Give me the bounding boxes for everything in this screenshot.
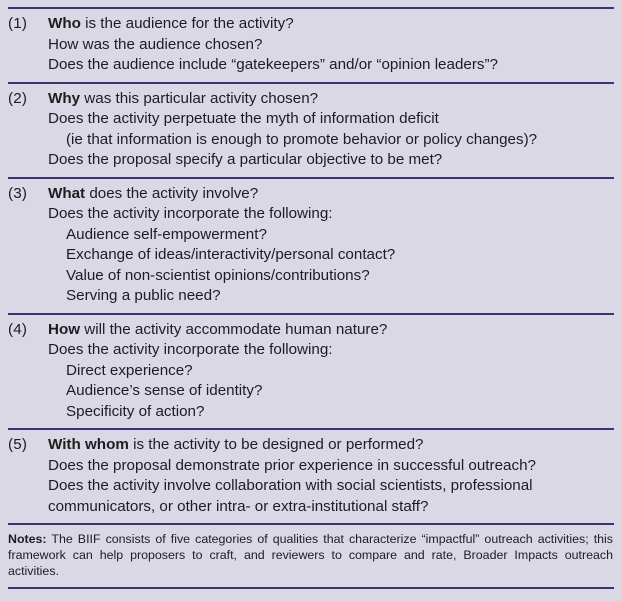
question-body: Does the activity perpetuate the myth of… bbox=[48, 110, 439, 127]
section-5: (5) With whom is the activity to be desig… bbox=[8, 430, 614, 523]
section-detail-row: Audience self-empowerment? bbox=[8, 225, 614, 246]
question-body: Value of non-scientist opinions/contribu… bbox=[66, 266, 370, 284]
question-body: will the activity accommodate human natu… bbox=[80, 320, 388, 338]
section-detail-row: Does the audience include “gatekeepers” … bbox=[8, 55, 614, 76]
section-detail-row: Does the proposal specify a particular o… bbox=[8, 150, 614, 171]
section-heading-row: (4) How will the activity accommodate hum… bbox=[8, 320, 614, 341]
section-detail-row: Does the activity perpetuate the myth of… bbox=[8, 109, 614, 130]
question-body: How was the audience chosen? bbox=[48, 35, 263, 53]
question-body: is the activity to be designed or perfor… bbox=[128, 436, 424, 453]
section-detail-row: Specificity of action? bbox=[8, 402, 614, 423]
notes-text: The BIIF consists of five categories of … bbox=[8, 532, 613, 579]
section-detail-row: Does the activity incorporate the follow… bbox=[8, 204, 614, 225]
question-text: Who is the audience for the activity? bbox=[48, 14, 614, 35]
section-divider-rule bbox=[8, 428, 614, 430]
section-number: (4) bbox=[8, 320, 28, 338]
notes-label: Notes: bbox=[8, 532, 47, 546]
question-text: Does the proposal specify a particular o… bbox=[48, 150, 614, 171]
section-number: (1) bbox=[8, 15, 28, 32]
question-body: Does the proposal specify a particular o… bbox=[48, 151, 443, 168]
question-body: Audience self-empowerment? bbox=[66, 225, 267, 243]
question-text: How will the activity accommodate human … bbox=[48, 320, 614, 341]
section-divider-rule bbox=[8, 312, 614, 315]
question-text: Serving a public need? bbox=[48, 286, 614, 307]
section-detail-row: Exchange of ideas/interactivity/personal… bbox=[8, 245, 614, 266]
section-1: (1) Who is the audience for the activity?… bbox=[8, 9, 614, 82]
biif-table-figure: (1) Who is the audience for the activity?… bbox=[0, 7, 622, 601]
question-text: What does the activity involve? bbox=[48, 184, 614, 205]
section-detail-row: Audience’s sense of identity? bbox=[8, 381, 614, 402]
section-3: (3)What does the activity involve?Does t… bbox=[8, 179, 614, 313]
section-detail-row: (ie that information is enough to promot… bbox=[8, 130, 614, 151]
section-detail-row: communicators, or other intra- or extra-… bbox=[8, 497, 614, 518]
question-keyword: Who bbox=[48, 15, 81, 32]
table-notes: Notes: The BIIF consists of five categor… bbox=[8, 525, 614, 580]
question-body: Does the proposal demonstrate prior expe… bbox=[48, 456, 536, 474]
section-heading-row: (5) With whom is the activity to be desig… bbox=[8, 435, 614, 456]
section-divider-rule bbox=[8, 81, 614, 84]
section-4: (4) How will the activity accommodate hum… bbox=[8, 315, 614, 429]
section-number: (3) bbox=[8, 184, 28, 202]
question-text: Direct experience? bbox=[48, 361, 614, 382]
question-body: (ie that information is enough to promot… bbox=[66, 130, 538, 148]
question-text: Audience self-empowerment? bbox=[48, 225, 614, 246]
section-number: (5) bbox=[8, 436, 28, 453]
section-detail-row: Value of non-scientist opinions/contribu… bbox=[8, 266, 614, 287]
question-text: Does the activity incorporate the follow… bbox=[48, 340, 614, 361]
question-text: Exchange of ideas/interactivity/personal… bbox=[48, 245, 614, 266]
question-body: Does the audience include “gatekeepers” … bbox=[48, 56, 499, 73]
question-text: Specificity of action? bbox=[48, 402, 614, 423]
section-divider-rule bbox=[8, 176, 614, 179]
question-text: Audience’s sense of identity? bbox=[48, 381, 614, 402]
notes-top-rule bbox=[8, 523, 614, 525]
question-body: Specificity of action? bbox=[66, 402, 205, 420]
question-keyword: Why bbox=[48, 89, 81, 107]
question-text: (ie that information is enough to promot… bbox=[48, 130, 614, 151]
section-2: (2) Why was this particular activity chos… bbox=[8, 84, 614, 177]
question-text: Does the activity involve collaboration … bbox=[48, 476, 614, 497]
question-text: Does the audience include “gatekeepers” … bbox=[48, 55, 614, 76]
question-text: Why was this particular activity chosen? bbox=[48, 89, 614, 110]
question-body: Does the activity incorporate the follow… bbox=[48, 341, 333, 358]
section-detail-row: Does the proposal demonstrate prior expe… bbox=[8, 456, 614, 477]
question-text: Value of non-scientist opinions/contribu… bbox=[48, 266, 614, 287]
question-keyword: What bbox=[48, 184, 86, 202]
section-detail-row: Does the activity incorporate the follow… bbox=[8, 340, 614, 361]
question-text: Does the proposal demonstrate prior expe… bbox=[48, 456, 614, 477]
question-body: Audience’s sense of identity? bbox=[66, 382, 263, 399]
question-body: does the activity involve? bbox=[85, 184, 259, 202]
question-body: Does the activity involve collaboration … bbox=[48, 477, 533, 494]
question-body: Serving a public need? bbox=[66, 287, 221, 304]
section-heading-row: (3) What does the activity involve? bbox=[8, 184, 614, 205]
section-detail-row: Direct experience? bbox=[8, 361, 614, 382]
question-body: Does the activity incorporate the follow… bbox=[48, 205, 333, 222]
sections-container: (1) Who is the audience for the activity?… bbox=[8, 9, 614, 523]
section-detail-row: How was the audience chosen? bbox=[8, 35, 614, 56]
table-bottom-rule bbox=[8, 586, 614, 589]
question-text: communicators, or other intra- or extra-… bbox=[48, 497, 614, 518]
question-body: was this particular activity chosen? bbox=[80, 89, 319, 107]
question-text: With whom is the activity to be designed… bbox=[48, 435, 614, 456]
question-body: is the audience for the activity? bbox=[80, 15, 294, 32]
section-number: (2) bbox=[8, 89, 28, 107]
section-heading-row: (1) Who is the audience for the activity? bbox=[8, 14, 614, 35]
table-top-rule bbox=[8, 7, 614, 9]
question-text: Does the activity incorporate the follow… bbox=[48, 204, 614, 225]
question-keyword: How bbox=[48, 320, 81, 338]
question-body: Direct experience? bbox=[66, 361, 193, 379]
section-detail-row: Does the activity involve collaboration … bbox=[8, 476, 614, 497]
question-text: Does the activity perpetuate the myth of… bbox=[48, 109, 614, 130]
question-body: Exchange of ideas/interactivity/personal… bbox=[66, 246, 396, 263]
section-detail-row: Serving a public need? bbox=[8, 286, 614, 307]
question-body: communicators, or other intra- or extra-… bbox=[48, 497, 429, 515]
question-text: How was the audience chosen? bbox=[48, 35, 614, 56]
question-keyword: With whom bbox=[48, 436, 129, 453]
section-heading-row: (2) Why was this particular activity chos… bbox=[8, 89, 614, 110]
